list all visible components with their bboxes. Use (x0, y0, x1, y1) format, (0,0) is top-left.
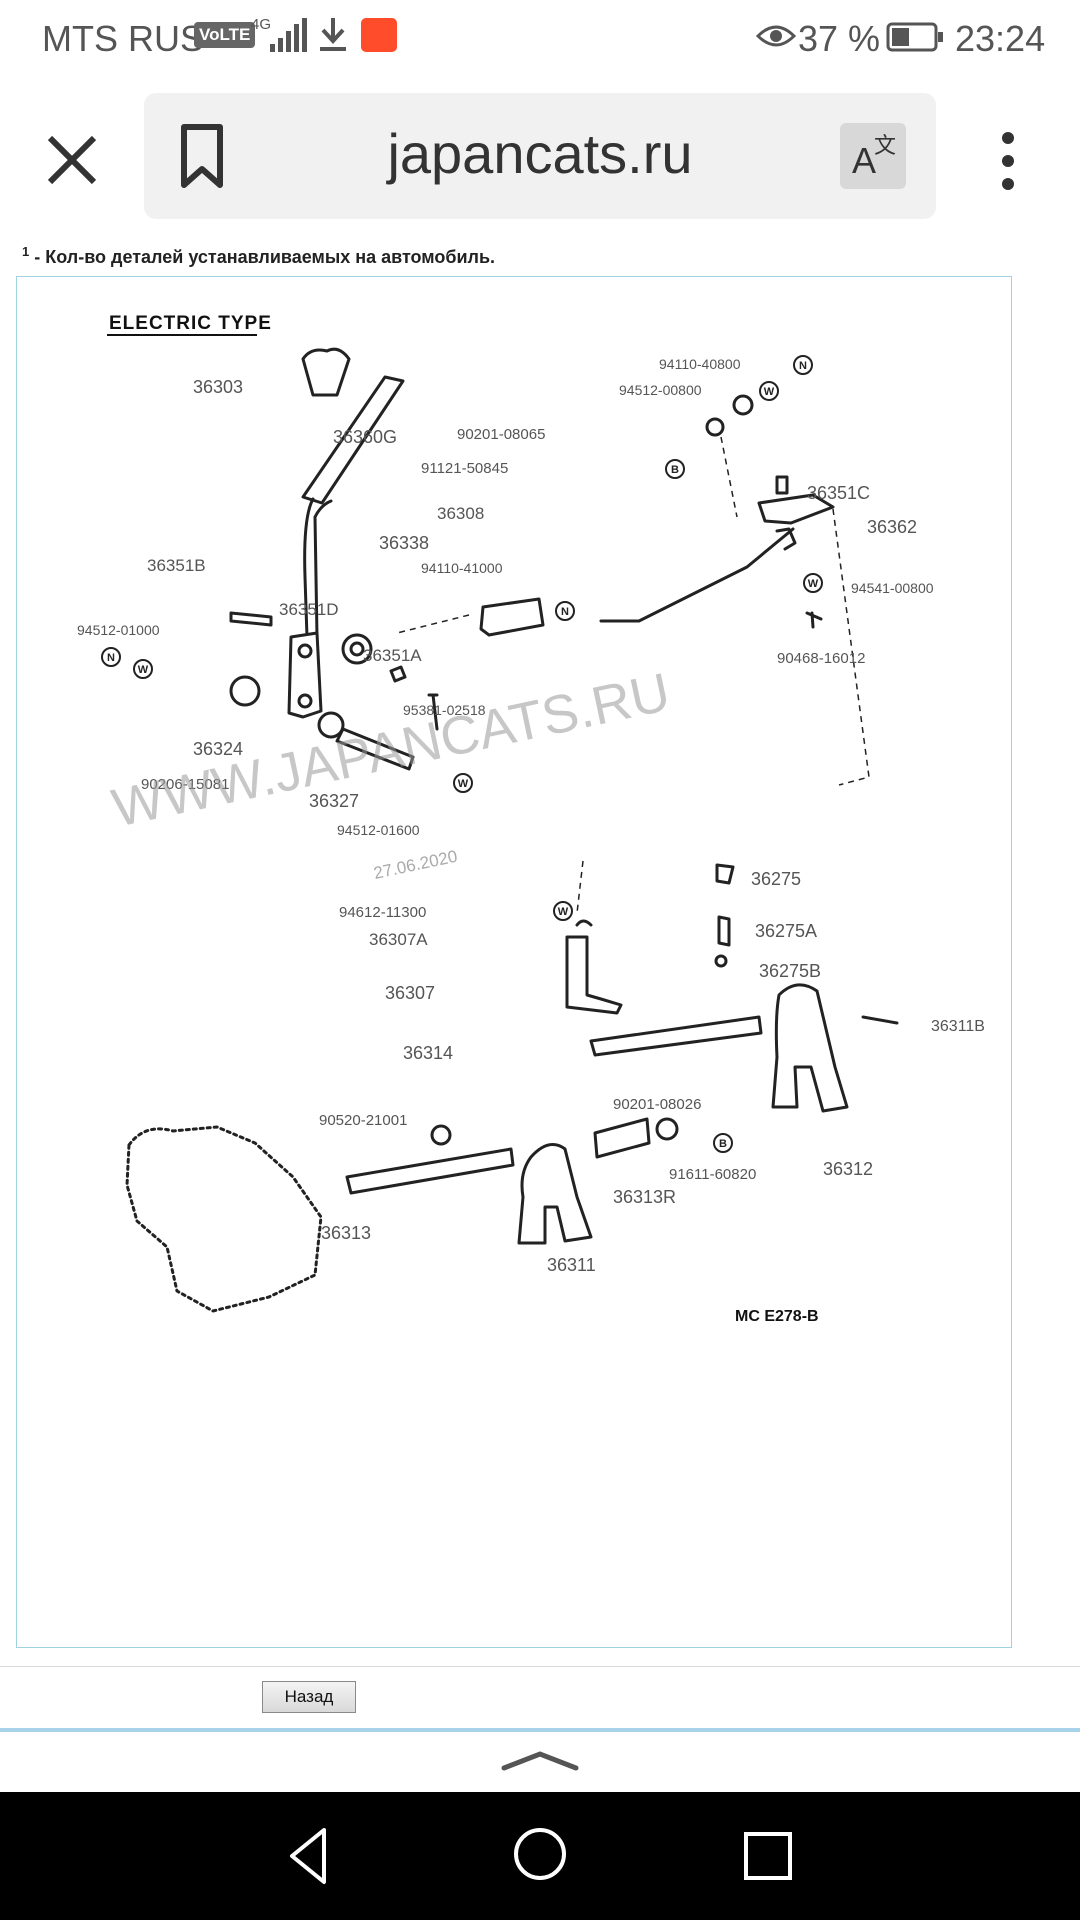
symbol-letter: B (671, 464, 679, 476)
home-icon[interactable] (508, 1822, 572, 1886)
part-label: 91611-60820 (669, 1166, 756, 1183)
clock: 23:24 (955, 18, 1046, 59)
battery-icon (886, 22, 943, 52)
part-label: 95381-02518 (403, 702, 486, 718)
symbol-marker (555, 601, 575, 621)
more-options-icon[interactable] (990, 128, 1026, 194)
part-label: 94541-00800 (851, 580, 934, 596)
symbol-letter: W (458, 778, 469, 790)
part-label: 90206-15081 (141, 776, 229, 793)
web-content: 1 - Кол-во деталей устанавливаемых на ав… (0, 238, 1080, 1728)
bookmark-icon[interactable] (172, 121, 232, 191)
battery-percent: 37 % (798, 18, 881, 59)
symbol-letter: N (799, 360, 807, 372)
parts-diagram-drawing: ELECTRIC TYPE MC E278-B 36303 36360G 36351B 3… (77, 313, 985, 1325)
part-label: 36327 (309, 791, 359, 811)
part-label: 36360G (333, 427, 397, 447)
part-label: 36312 (823, 1159, 873, 1179)
symbol-marker (793, 355, 813, 375)
symbol-letter: W (764, 386, 775, 398)
symbol-marker (453, 773, 473, 793)
part-label: 36307A (369, 930, 428, 949)
part-label: 36311B (931, 1018, 985, 1035)
chevron-up-icon[interactable] (500, 1746, 580, 1776)
part-label: 90201-08026 (613, 1096, 701, 1113)
svg-text:文: 文 (874, 134, 896, 159)
svg-text:A: A (852, 140, 876, 181)
part-label: 36338 (379, 533, 429, 553)
back-button[interactable]: Назад (262, 1681, 356, 1713)
part-label: 36275A (755, 921, 817, 941)
part-label: 90520-21001 (319, 1112, 407, 1129)
part-label: 36351A (363, 646, 422, 665)
symbol-letter: W (558, 906, 569, 918)
part-label: 94512-00800 (619, 382, 702, 398)
bottom-sheet[interactable] (0, 1728, 1080, 1796)
symbol-marker (713, 1133, 733, 1153)
symbol-marker (553, 901, 573, 921)
volte-badge: VoLTE (194, 22, 256, 48)
close-icon[interactable] (40, 128, 104, 192)
part-label: 94512-01600 (337, 822, 420, 838)
part-label: 90468-16012 (777, 650, 865, 667)
symbol-marker (803, 573, 823, 593)
parts-diagram: ELECTRIC TYPE MC E278-B 36303 36360G 36351B 3… (16, 276, 1012, 1648)
back-icon[interactable] (280, 1824, 344, 1888)
symbol-marker (101, 647, 121, 667)
symbol-letter: N (561, 606, 569, 618)
date-stamp: 27.06.2020 (372, 847, 459, 883)
symbol-letter: N (107, 652, 115, 664)
part-label: 36275 (751, 869, 801, 889)
translate-icon[interactable]: A 文 (840, 123, 906, 189)
part-label: 91121-50845 (421, 460, 508, 477)
diagram-code: MC E278-B (735, 1308, 819, 1325)
part-label: 36313 (321, 1223, 371, 1243)
part-label: 36314 (403, 1043, 453, 1063)
url-text[interactable]: japancats.ru (387, 122, 693, 185)
divider (0, 1666, 1080, 1667)
aliexpress-icon (361, 18, 397, 52)
browser-toolbar: japancats.ru A 文 (0, 76, 1080, 239)
download-icon (320, 18, 346, 51)
part-label: 94512-01000 (77, 622, 160, 638)
recent-apps-icon[interactable] (736, 1824, 800, 1888)
symbol-marker (665, 459, 685, 479)
part-label: 94110-40800 (659, 356, 741, 372)
system-nav-bar (0, 1792, 1080, 1920)
part-label: 36362 (867, 517, 917, 537)
symbol-marker (133, 659, 153, 679)
part-label: 90201-08065 (457, 426, 545, 443)
eye-comfort-icon (756, 25, 796, 47)
part-label: 36351B (147, 556, 206, 575)
footnote-text: - Кол-во деталей устанавливаемых на авто… (29, 247, 496, 267)
symbol-letter: B (719, 1138, 727, 1150)
network-type: 4G (251, 16, 272, 33)
footnote-mark: 1 (22, 244, 30, 259)
address-bar[interactable]: japancats.ru A 文 (144, 93, 936, 219)
part-label: 36275B (759, 961, 821, 981)
part-label: 36313R (613, 1187, 676, 1207)
status-bar: MTS RUS VoLTE 4G 37 % 23:24 (0, 0, 1080, 76)
diagram-title: ELECTRIC TYPE (109, 313, 272, 334)
signal-icon (270, 18, 307, 52)
part-label: 36324 (193, 739, 243, 759)
symbol-marker (759, 381, 779, 401)
part-label: 94110-41000 (421, 560, 503, 576)
carrier-name: MTS RUS (42, 18, 204, 59)
symbol-letter: W (138, 664, 149, 676)
part-label: 36307 (385, 983, 435, 1003)
part-label: 36351D (279, 600, 339, 619)
symbol-letter: W (808, 578, 819, 590)
part-label: 36351C (807, 483, 870, 503)
part-label: 36311 (547, 1255, 596, 1275)
footnote: 1 - Кол-во деталей устанавливаемых на ав… (22, 244, 495, 268)
part-label: 94612-11300 (339, 904, 426, 921)
part-label: 36303 (193, 377, 243, 397)
part-label: 36308 (437, 504, 484, 523)
